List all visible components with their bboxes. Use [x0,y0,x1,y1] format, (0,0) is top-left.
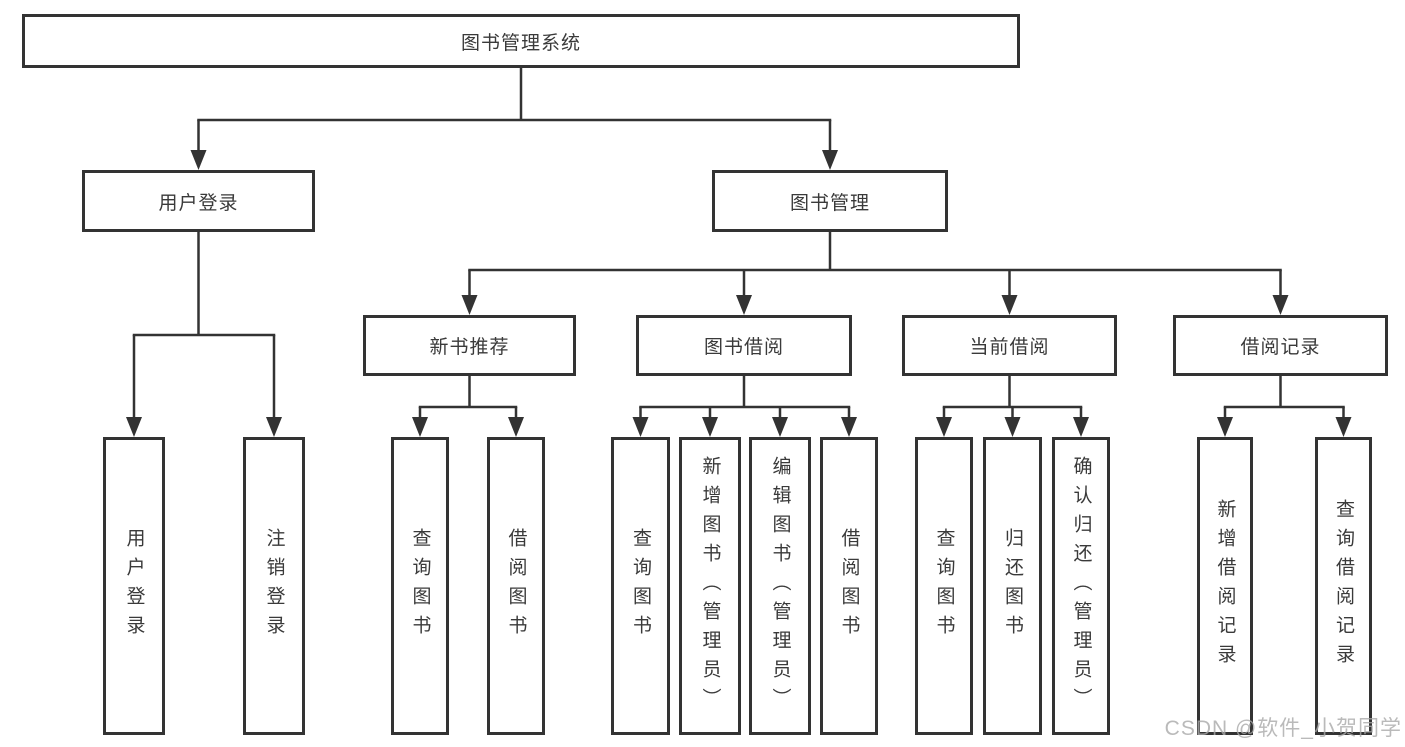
csdn-watermark: CSDN @软件_小贺同学 [1164,717,1402,740]
node-new-book-recommend: 新书推荐 [363,315,576,376]
leaf-recommend-borrow-books: 借阅图书 [487,437,545,735]
leaf-current-query-books: 查询图书 [915,437,973,735]
leaf-edit-books-admin: 编辑图书（管理员） [749,437,811,735]
leaf-recommend-query-books: 查询图书 [391,437,449,735]
leaf-logout: 注销登录 [243,437,305,735]
node-current-borrowing: 当前借阅 [902,315,1117,376]
node-user-login: 用户登录 [82,170,315,232]
leaf-borrow-books: 借阅图书 [820,437,878,735]
node-book-management: 图书管理 [712,170,948,232]
node-book-borrowing: 图书借阅 [636,315,852,376]
node-borrow-records: 借阅记录 [1173,315,1388,376]
leaf-add-books-admin: 新增图书（管理员） [679,437,741,735]
node-root: 图书管理系统 [22,14,1020,68]
leaf-borrowing-query-books: 查询图书 [611,437,670,735]
leaf-confirm-return-admin: 确认归还（管理员） [1052,437,1110,735]
leaf-query-borrow-record: 查询借阅记录 [1315,437,1372,735]
leaf-add-borrow-record: 新增借阅记录 [1197,437,1253,735]
leaf-return-books: 归还图书 [983,437,1042,735]
leaf-user-login: 用户登录 [103,437,165,735]
